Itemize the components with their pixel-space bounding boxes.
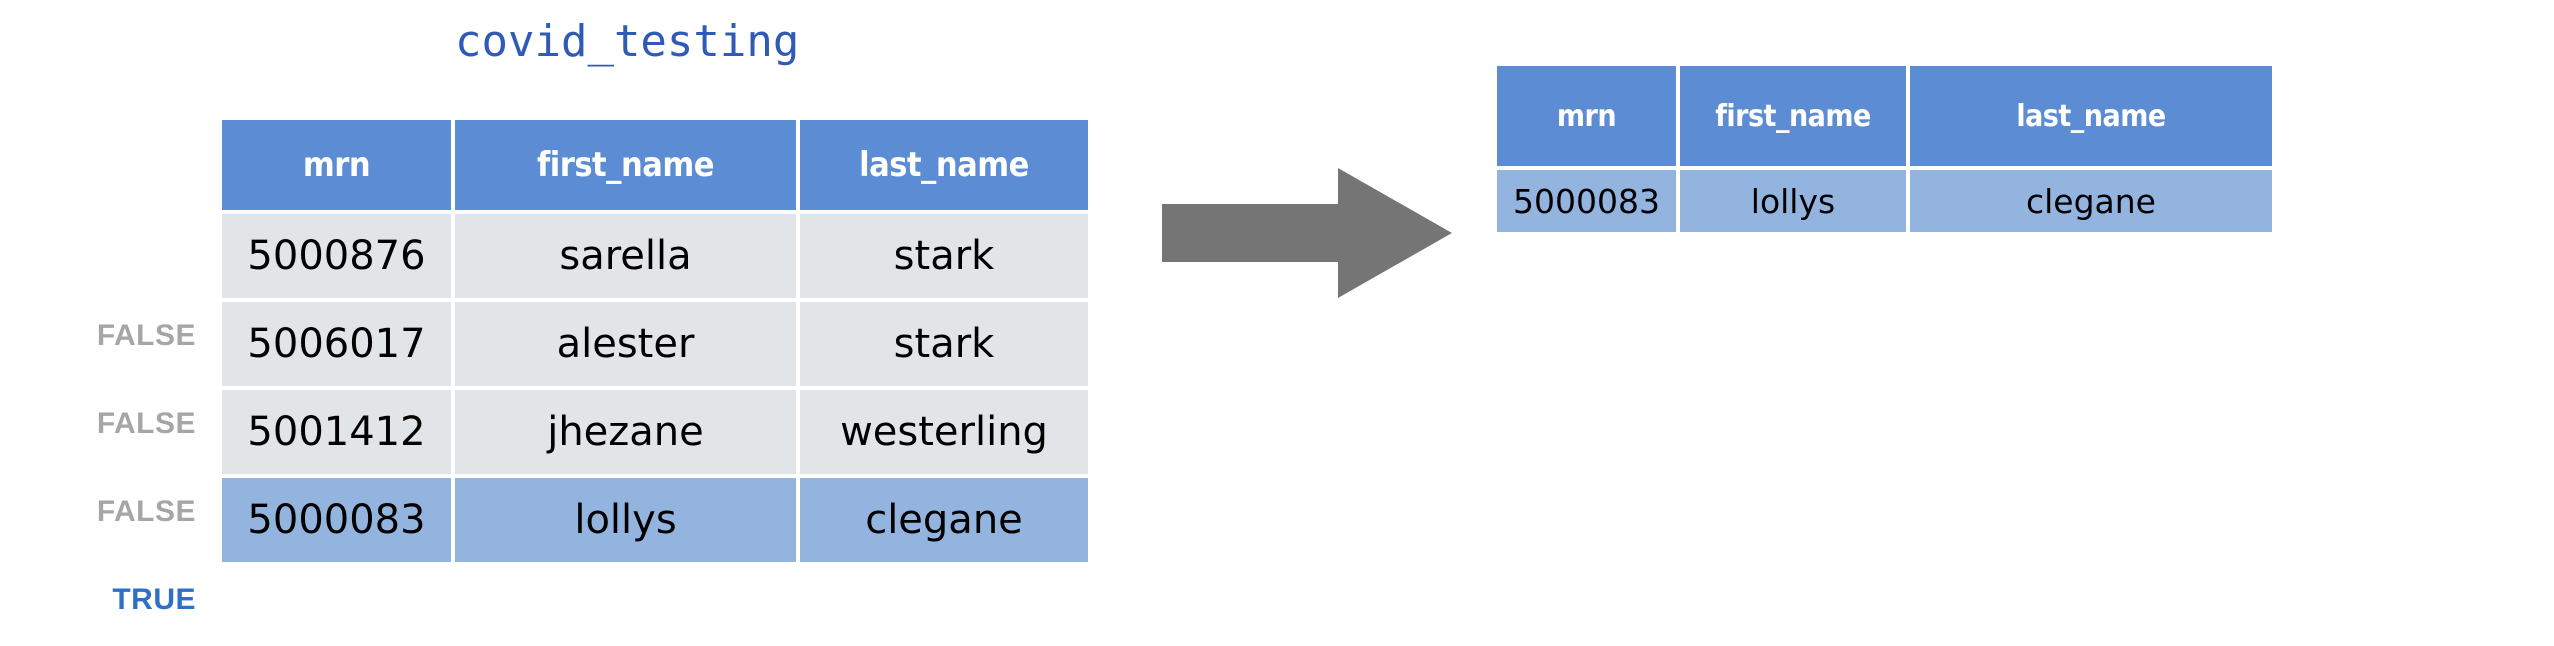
table-header-row: mrn first_name last_name	[222, 120, 1088, 210]
row-flag-0: FALSE	[96, 319, 196, 352]
cell-first-name: sarella	[455, 214, 796, 298]
cell-last-name: stark	[800, 302, 1088, 386]
cell-first-name: lollys	[455, 478, 796, 562]
row-flag-3: TRUE	[112, 583, 196, 616]
row-flag-2: FALSE	[96, 495, 196, 528]
table-row-highlighted: 5000083 lollys clegane	[222, 478, 1088, 562]
cell-first-name: alester	[455, 302, 796, 386]
table-row-highlighted: 5000083 lollys clegane	[1497, 170, 2272, 232]
page-title: covid_testing	[455, 16, 800, 67]
column-header-first-name: first_name	[1680, 66, 1906, 166]
row-flag-column: FALSE FALSE FALSE TRUE	[22, 294, 210, 642]
source-table: mrn first_name last_name 5000876 sarella…	[222, 120, 1088, 562]
cell-mrn: 5006017	[222, 302, 451, 386]
cell-last-name: clegane	[1910, 170, 2272, 232]
cell-first-name: lollys	[1680, 170, 1906, 232]
cell-mrn: 5000083	[1497, 170, 1676, 232]
column-header-mrn: mrn	[1497, 66, 1676, 166]
cell-mrn: 5000876	[222, 214, 451, 298]
result-table: mrn first_name last_name 5000083 lollys …	[1497, 66, 2272, 232]
cell-mrn: 5000083	[222, 478, 451, 562]
column-header-last-name: last_name	[1910, 66, 2272, 166]
cell-last-name: westerling	[800, 390, 1088, 474]
cell-mrn: 5001412	[222, 390, 451, 474]
right-arrow-icon	[1162, 168, 1452, 298]
cell-last-name: clegane	[800, 478, 1088, 562]
table-row: 5000876 sarella stark	[222, 214, 1088, 298]
column-header-first-name: first_name	[455, 120, 796, 210]
table-row: 5001412 jhezane westerling	[222, 390, 1088, 474]
column-header-mrn: mrn	[222, 120, 451, 210]
cell-first-name: jhezane	[455, 390, 796, 474]
row-flag-1: FALSE	[96, 407, 196, 440]
cell-last-name: stark	[800, 214, 1088, 298]
column-header-last-name: last_name	[800, 120, 1088, 210]
table-header-row: mrn first_name last_name	[1497, 66, 2272, 166]
table-row: 5006017 alester stark	[222, 302, 1088, 386]
